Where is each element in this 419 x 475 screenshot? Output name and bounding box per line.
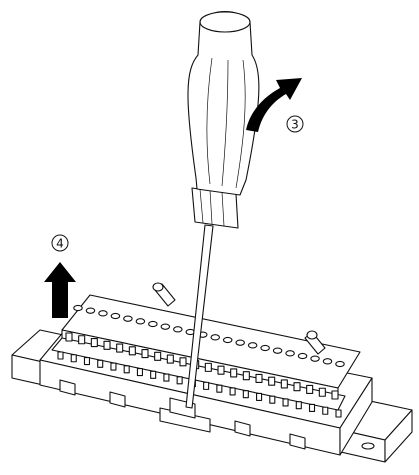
terminal-screw-icon (73, 304, 83, 312)
terminal-hole-icon (78, 335, 86, 345)
terminal-screw-icon (222, 336, 233, 344)
terminal-hole-icon (150, 370, 157, 379)
terminal-hole-icon (282, 398, 289, 407)
terminal-hole-icon (166, 354, 174, 364)
terminal-screw-icon (247, 342, 258, 349)
terminal-hole-icon (269, 395, 276, 404)
terminal-hole-icon (176, 376, 183, 385)
terminal-hole-icon (128, 346, 136, 356)
terminal-hole-icon (110, 362, 117, 371)
terminal-screw-icon (173, 326, 183, 333)
terminal-hole-icon (295, 401, 302, 410)
terminal-hole-icon (217, 365, 225, 375)
terminal-hole-icon (322, 406, 329, 415)
release-lever-right (304, 330, 326, 355)
terminal-screw-icon (310, 355, 320, 362)
terminal-hole-icon (308, 403, 316, 413)
terminal-hole-icon (136, 368, 143, 377)
terminal-hole-icon (154, 351, 162, 361)
terminal-hole-icon (306, 384, 314, 395)
terminal-hole-icon (123, 365, 130, 374)
terminal-screw-icon (260, 344, 270, 352)
screwdriver-icon (185, 11, 260, 409)
terminal-hole-icon (70, 354, 77, 363)
terminal-hole-icon (242, 371, 250, 381)
up-arrow-icon (44, 262, 76, 318)
terminal-hole-icon (179, 357, 187, 367)
terminal-hole-icon (242, 390, 249, 399)
terminal-hole-icon (116, 343, 124, 353)
callout-step-4-label: 4 (56, 237, 64, 251)
terminal-hole-icon (65, 332, 73, 342)
terminal-hole-icon (335, 409, 342, 418)
terminal-hole-icon (318, 387, 326, 397)
terminal-hole-icon (229, 387, 236, 396)
callout-step-3: 3 (286, 115, 304, 133)
terminal-screw-icon (160, 323, 171, 330)
terminal-screw-icon (335, 360, 345, 368)
terminal-screw-icon (110, 312, 121, 320)
terminal-hole-icon (268, 376, 276, 386)
terminal-hole-icon (57, 351, 64, 360)
terminal-hole-icon (90, 337, 98, 348)
terminal-hole-icon (103, 340, 111, 350)
terminal-hole-icon (255, 373, 263, 383)
terminal-screw-icon (322, 358, 333, 365)
terminal-hole-icon (83, 356, 91, 366)
terminal-screw-icon (85, 307, 96, 314)
callout-step-3-label: 3 (291, 118, 299, 132)
terminal-hole-icon (163, 373, 170, 382)
rotate-arrow-icon (246, 78, 302, 132)
terminal-hole-icon (256, 392, 263, 401)
callout-step-4: 4 (51, 234, 69, 252)
release-lever-left (152, 282, 176, 307)
terminal-hole-icon (293, 382, 301, 392)
terminal-screw-icon (123, 315, 133, 322)
terminal-screw-icon (235, 339, 245, 346)
terminal-screw-icon (148, 320, 158, 328)
terminal-screw-icon (98, 310, 108, 317)
terminal-hole-icon (331, 390, 339, 400)
terminal-hole-icon (203, 381, 210, 390)
terminal-screw-icon (297, 352, 308, 360)
terminal-hole-icon (141, 349, 149, 359)
terminal-screw-icon (210, 334, 220, 341)
terminal-hole-icon (204, 362, 212, 372)
terminal-block-icon (39, 282, 373, 456)
terminal-hole-icon (97, 359, 104, 368)
terminal-screw-icon (272, 347, 283, 354)
terminal-screw-icon (285, 350, 295, 357)
terminal-hole-icon (280, 379, 288, 389)
terminal-screw-icon (135, 318, 146, 325)
terminal-hole-icon (216, 384, 223, 393)
terminal-hole-icon (230, 368, 238, 378)
